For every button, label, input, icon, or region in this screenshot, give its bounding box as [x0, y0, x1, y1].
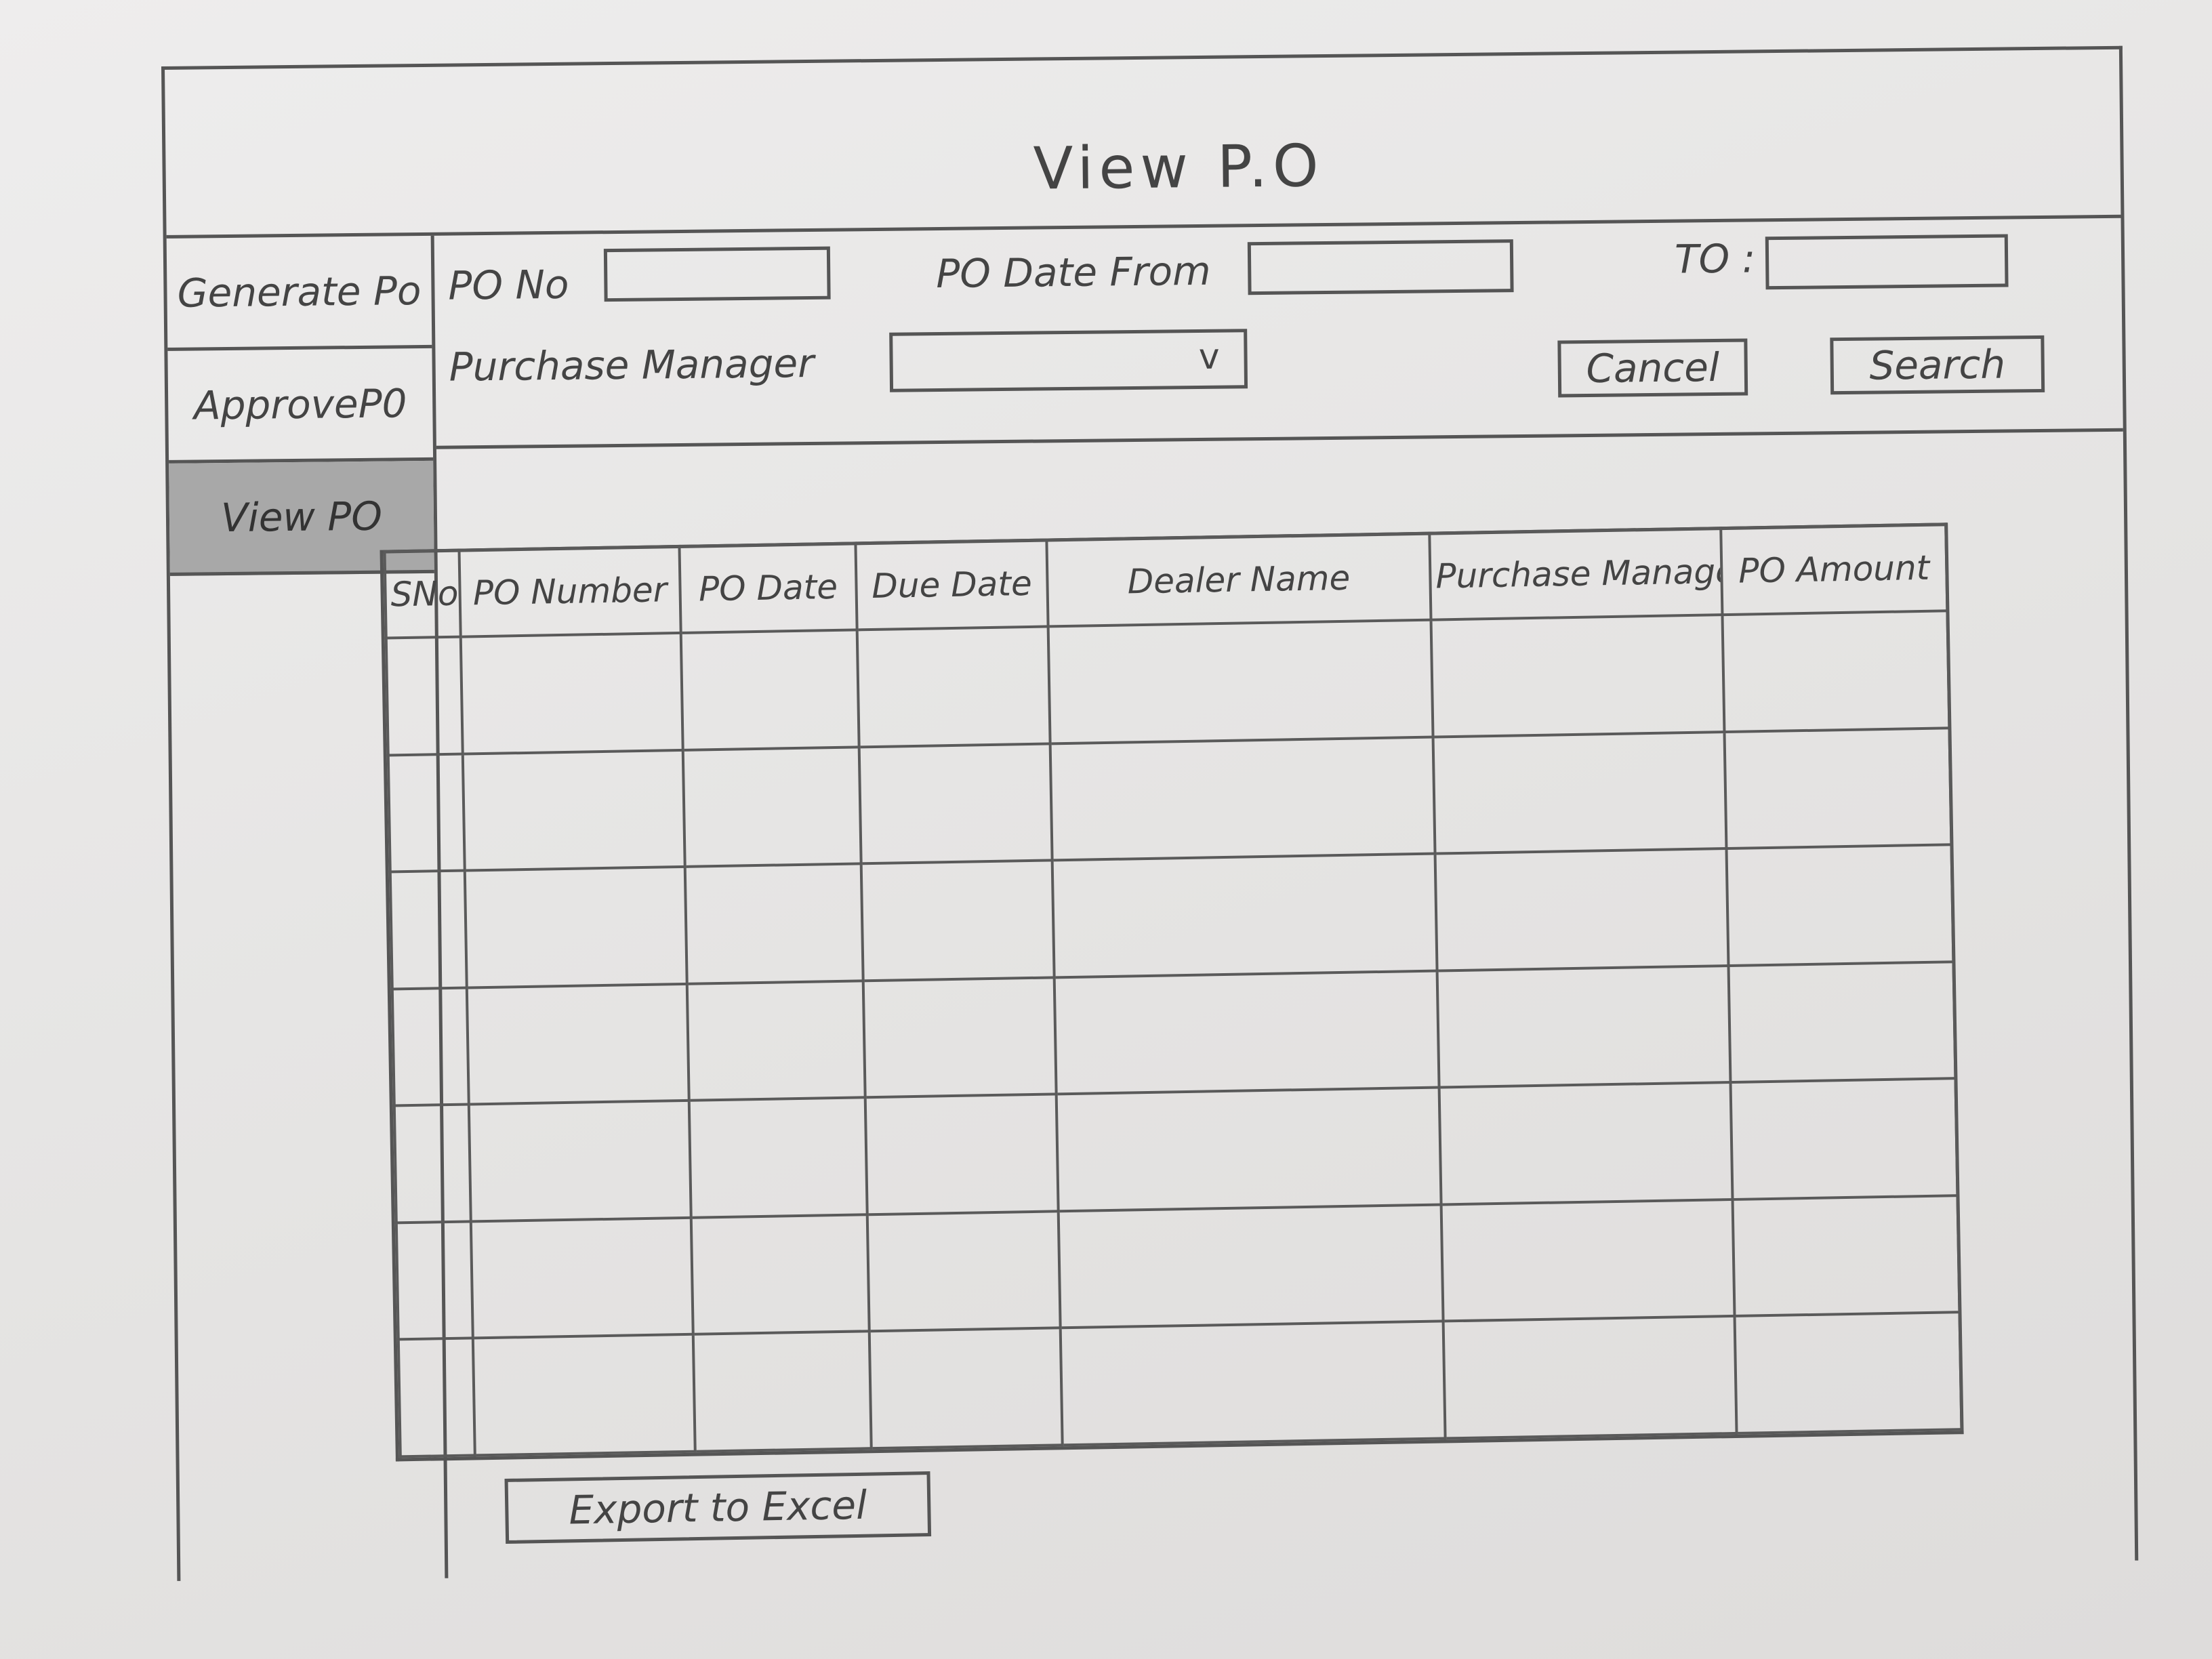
table-cell [464, 867, 687, 988]
export-to-excel-button[interactable]: Export to Excel [504, 1471, 932, 1544]
sidebar-item-approve-po[interactable]: ApproveP0 [167, 348, 434, 464]
table-cell [398, 1338, 475, 1457]
po-no-label: PO No [448, 261, 569, 309]
table-cell [1724, 727, 1952, 849]
table-cell [867, 1211, 1061, 1332]
table-cell [462, 750, 685, 871]
po-date-from-label: PO Date From [935, 247, 1211, 298]
table-cell [394, 1104, 471, 1223]
table-cell [470, 1217, 693, 1338]
table-cell [468, 1101, 691, 1222]
table-cell [857, 626, 1050, 747]
sidebar-item-generate-po[interactable]: Generate Po [166, 235, 432, 351]
app-window: View P.O Generate Po ApproveP0 View PO P… [161, 45, 2139, 1581]
search-button[interactable]: Search [1830, 335, 2045, 395]
table-cell [684, 863, 863, 984]
table-cell [1734, 1312, 1962, 1433]
table-cell [472, 1334, 695, 1456]
column-header-po-amount[interactable]: PO Amount [1721, 524, 1948, 615]
table-cell [689, 1097, 867, 1218]
table-cell [1060, 1321, 1446, 1446]
table-cell [869, 1328, 1063, 1449]
chevron-down-icon: v [1198, 336, 1220, 377]
sidebar-item-label: Generate Po [177, 267, 422, 316]
table-cell [861, 860, 1054, 981]
column-header-sno[interactable]: SNo [384, 550, 461, 638]
column-header-po-date[interactable]: PO Date [679, 543, 857, 633]
po-date-to-input[interactable] [1765, 234, 2009, 290]
table-cell [388, 754, 465, 872]
filter-panel: PO No PO Date From TO : Purchase Manager… [434, 218, 2123, 449]
table-cell [1056, 1087, 1441, 1212]
table-cell [1437, 965, 1731, 1088]
cancel-button[interactable]: Cancel [1557, 338, 1748, 398]
po-no-input[interactable] [603, 246, 831, 302]
po-results-table: SNo PO Number PO Date Due Date Dealer Na… [380, 523, 1964, 1462]
table-cell [1050, 737, 1435, 861]
table-cell [1433, 731, 1727, 854]
po-grid: SNo PO Number PO Date Due Date Dealer Na… [383, 523, 1963, 1458]
table-body [386, 611, 1962, 1457]
po-date-from-input[interactable] [1247, 239, 1514, 295]
sidebar-item-label: ApproveP0 [193, 380, 407, 429]
table-cell [386, 636, 463, 756]
table-cell [460, 632, 683, 754]
table-cell [1048, 619, 1433, 744]
column-header-po-number[interactable]: PO Number [459, 546, 681, 637]
table-cell [865, 1094, 1059, 1215]
table-cell [682, 746, 861, 867]
table-cell [1732, 1195, 1960, 1317]
table-cell [1441, 1199, 1735, 1322]
sidebar-item-label: View PO [220, 493, 383, 541]
table-cell [1431, 615, 1725, 737]
table-cell [466, 983, 689, 1105]
table-cell [392, 987, 469, 1106]
table-cell [1052, 853, 1437, 978]
table-cell [691, 1214, 869, 1335]
table-cell [1058, 1204, 1443, 1328]
table-cell [1730, 1078, 1958, 1200]
table-cell [390, 870, 467, 989]
table-cell [1728, 961, 1956, 1083]
column-header-purchase-manager[interactable]: Purchase Manager [1429, 528, 1723, 620]
table-cell [687, 980, 865, 1101]
table-cell [680, 630, 859, 750]
table-cell [693, 1331, 872, 1452]
table-cell [1726, 844, 1954, 966]
table-cell [1439, 1082, 1733, 1205]
purchase-manager-label: Purchase Manager [449, 340, 815, 390]
table-cell [1054, 970, 1439, 1094]
to-label: TO : [1674, 235, 1756, 283]
table-cell [859, 743, 1052, 864]
table-cell [396, 1221, 473, 1340]
table-cell [1722, 611, 1950, 732]
page-title: View P.O [1033, 132, 1325, 203]
table-cell [1435, 848, 1729, 971]
column-header-dealer-name[interactable]: Dealer Name [1046, 533, 1431, 627]
table-cell [1443, 1316, 1737, 1439]
title-bar: View P.O [165, 49, 2121, 239]
table-cell [863, 977, 1057, 1098]
column-header-due-date[interactable]: Due Date [855, 539, 1048, 630]
purchase-manager-select[interactable]: v [889, 329, 1248, 392]
